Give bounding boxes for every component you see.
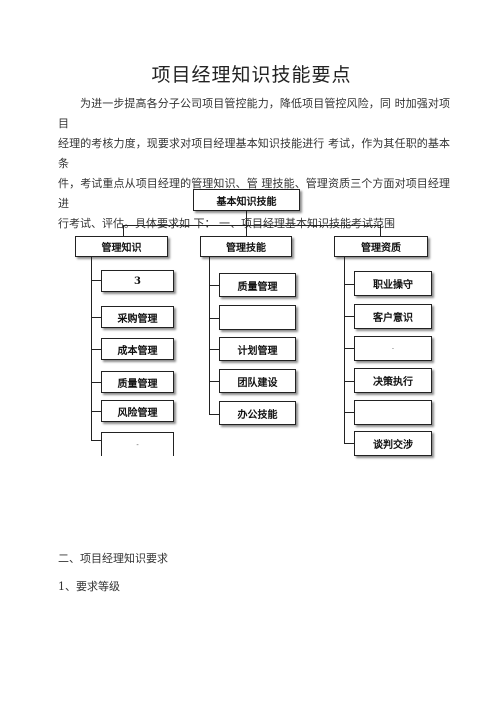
skills-item: 办公技能	[219, 401, 296, 425]
connector	[123, 225, 380, 226]
intro-line: 件，考试重点从项目经理的管理知识、管 理技能、管理资质三个方面对项目经理进	[58, 177, 450, 210]
knowledge-item: 采购管理	[101, 306, 174, 328]
org-root-box: 基本知识技能	[193, 189, 300, 211]
knowledge-item: 质量管理	[101, 371, 174, 393]
intro-line: 经理的考核力度，现要求对项目经理基本知识技能进行 考试，作为其任职的基本条	[58, 137, 450, 170]
connector	[91, 440, 101, 441]
connector	[91, 411, 101, 412]
connector	[91, 382, 101, 383]
connector	[123, 225, 124, 236]
qualification-item	[354, 400, 432, 425]
connector	[246, 211, 247, 225]
skills-item: 质量管理	[219, 273, 296, 297]
intro-line: 为进一步提高各分子公司项目管控能力，降低项目管控风险，同 时加强对项目	[58, 97, 450, 130]
connector	[91, 317, 101, 318]
skills-item: 计划管理	[219, 337, 296, 361]
connector	[344, 257, 345, 443]
connector	[209, 381, 219, 382]
connector	[380, 225, 381, 236]
document-title: 项目经理知识技能要点	[151, 64, 352, 86]
knowledge-item: 风险管理	[101, 400, 174, 422]
qualification-item: 谈判交涉	[354, 431, 432, 456]
knowledge-item: -	[101, 432, 174, 456]
connector	[344, 284, 354, 285]
column-header-management-knowledge: 管理知识	[75, 236, 168, 257]
connector	[209, 414, 219, 415]
connector	[344, 381, 354, 382]
skills-item	[219, 305, 296, 330]
connector	[209, 257, 210, 415]
connector	[209, 318, 219, 319]
column-header-management-qualifications: 管理资质	[334, 236, 428, 257]
subsection-heading: 1、要求等级	[58, 580, 120, 593]
knowledge-item: 成本管理	[101, 338, 174, 360]
connector	[91, 257, 92, 440]
intro-paragraph: 为进一步提高各分子公司项目管控能力，降低项目管控风险，同 时加强对项目 经理的考…	[58, 94, 450, 234]
connector	[209, 285, 219, 286]
connector	[344, 412, 354, 413]
connector	[91, 349, 101, 350]
knowledge-item: 3	[101, 270, 174, 292]
connector	[344, 316, 354, 317]
connector	[344, 348, 354, 349]
connector	[246, 225, 247, 236]
connector	[91, 280, 101, 281]
qualification-item: 职业操守	[354, 271, 432, 296]
qualification-item: 客户意识	[354, 304, 432, 329]
qualification-item: ·	[354, 336, 432, 361]
connector	[209, 349, 219, 350]
section-heading: 二、项目经理知识要求	[58, 552, 168, 565]
skills-item: 团队建设	[219, 369, 296, 393]
intro-line: 行考试、评估。具体要求如 下： 一、项目经理基本知识技能考试范围	[58, 217, 395, 230]
column-header-management-skills: 管理技能	[200, 236, 292, 257]
connector	[344, 443, 354, 444]
qualification-item: 决策执行	[354, 368, 432, 393]
